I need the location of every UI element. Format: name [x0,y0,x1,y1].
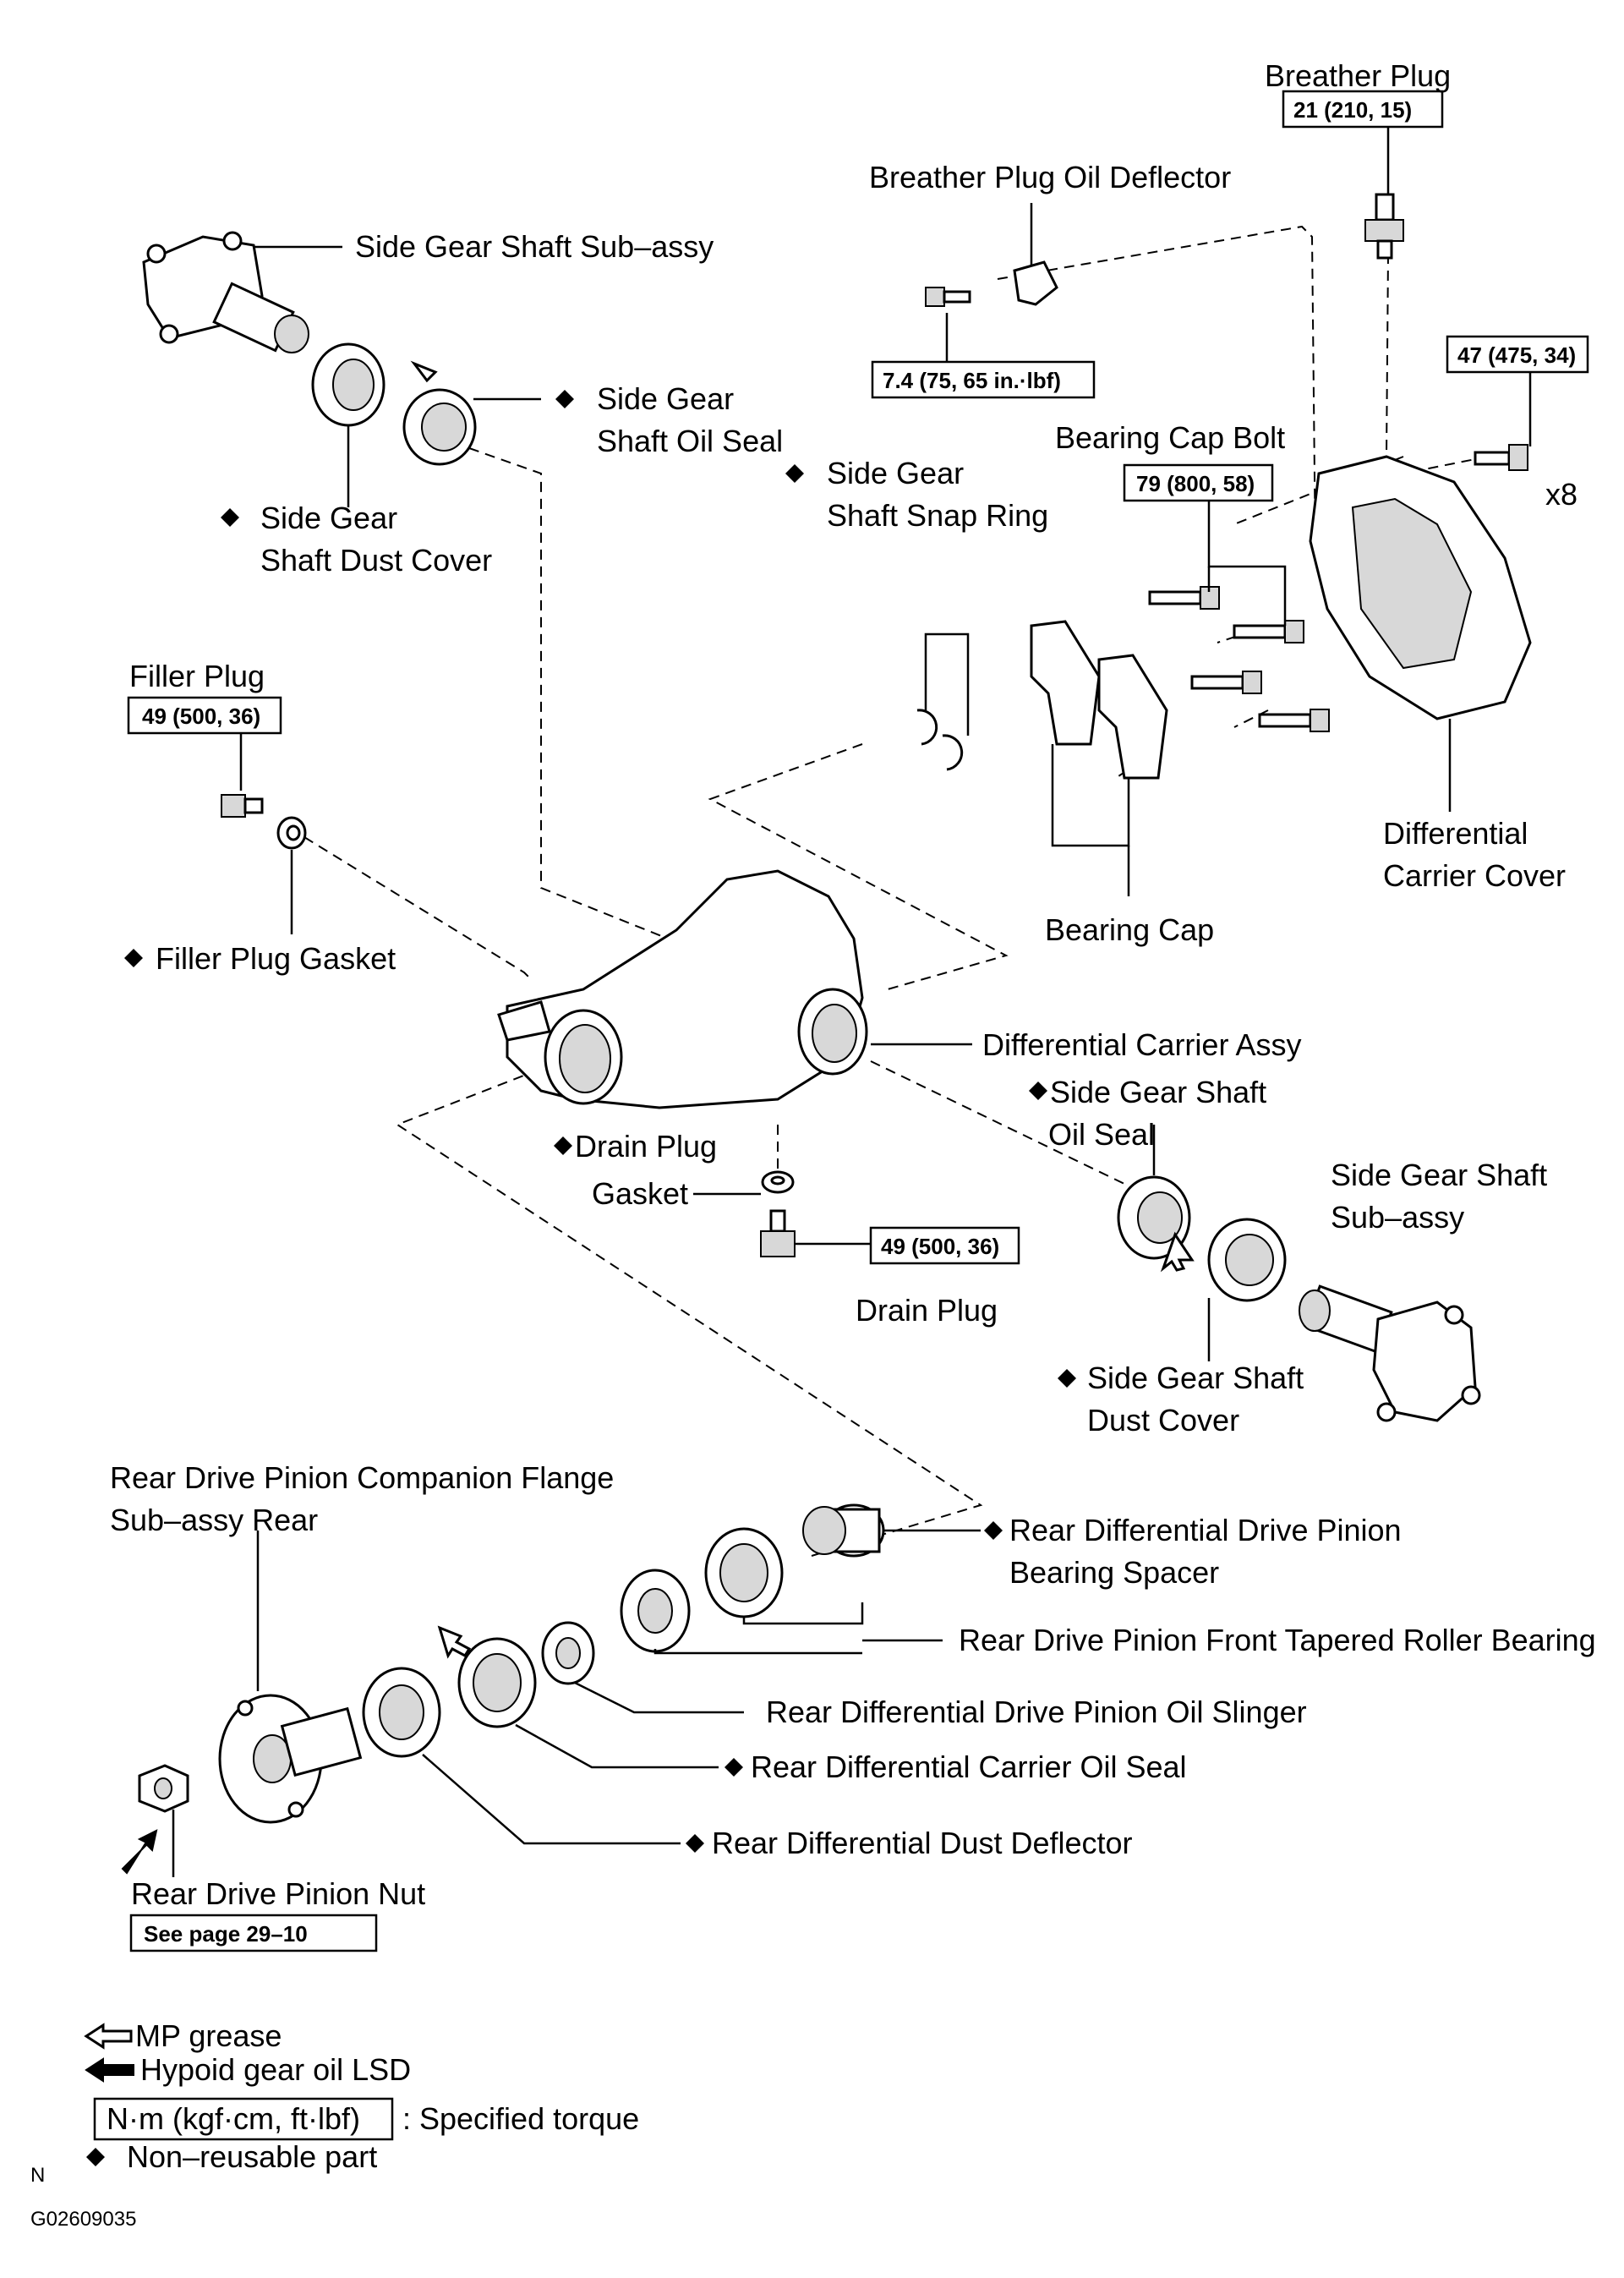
carrier-cover-line2: Carrier Cover [1383,858,1566,893]
drain-plug-torque-box [869,1226,1020,1265]
breather-deflector-torque: 7.4 (75, 65 in.·lbf) [883,368,1061,393]
dust-cover-left-line2: Shaft Dust Cover [260,543,492,578]
carrier-cover-bolt-torque-box [1446,335,1589,374]
snap-ring-part [916,709,964,771]
dust-deflector-label: Rear Differential Dust Deflector [712,1826,1133,1860]
companion-flange-part [218,1694,363,1824]
bearing-cap-bolt-label: Bearing Cap Bolt [1055,420,1285,455]
drain-gasket-line1: Drain Plug [575,1129,717,1164]
oil-seal-left-part [402,360,477,466]
side-gear-shaft-left-part [142,231,309,353]
breather-deflector-part [925,260,1058,307]
hypoid-oil-arrow-icon [121,1829,158,1875]
breather-plug-label: Breather Plug [1265,58,1451,93]
pinion-nut-part [138,1764,189,1813]
assembly-guide-lines [303,225,1489,1557]
companion-flange-line2: Sub–assy Rear [110,1503,318,1537]
pinion-nut-ref: See page 29–10 [144,1921,308,1947]
dust-cover-left-part [311,342,385,427]
filler-gasket-label: Filler Plug Gasket [156,941,396,976]
bearing-spacer-line1: Rear Differential Drive Pinion [1009,1513,1402,1547]
oil-seal-left-line1: Side Gear [597,381,734,416]
legend-torque-unit: N·m (kgf·cm, ft·lbf) [107,2101,360,2136]
drain-plug-part [760,1209,796,1257]
filler-plug-label: Filler Plug [129,659,265,693]
legend-hypoid: Hypoid gear oil LSD [140,2052,411,2087]
drain-gasket-part [761,1170,795,1194]
pinion-nut-label: Rear Drive Pinion Nut [131,1876,425,1911]
legend-mp-grease-icon [84,2023,133,2050]
filler-plug-part [221,794,264,818]
snap-ring-line1: Side Gear [827,456,964,490]
bearing-cap-label: Bearing Cap [1045,912,1214,947]
side-gear-shaft-left-label: Side Gear Shaft Sub–assy [355,229,714,264]
bearing-cap-bolt-torque: 79 (800, 58) [1136,471,1255,496]
carrier-cover-bolt-qty: x8 [1545,477,1578,512]
carrier-cover-part [1309,455,1532,720]
figure-code: G02609035 [30,2208,136,2231]
legend-mp-grease: MP grease [135,2018,282,2053]
filler-plug-torque-box [127,696,282,735]
dust-cover-right-line2: Dust Cover [1087,1403,1239,1437]
legend-torque-desc: : Specified torque [402,2101,639,2136]
legend: MP grease Hypoid gear oil LSD N·m (kgf·c… [84,2018,639,2174]
snap-ring-line2: Shaft Snap Ring [827,498,1048,533]
dust-cover-left-line1: Side Gear [260,501,397,535]
breather-plug-torque-box [1282,90,1444,129]
dust-deflector-part [362,1667,441,1758]
oil-seal-right-line2: Oil Seal [1048,1117,1155,1152]
companion-flange-line1: Rear Drive Pinion Companion Flange [110,1460,614,1495]
filler-gasket-part [276,816,307,850]
oil-seal-right-line1: Side Gear Shaft [1050,1075,1266,1109]
carrier-cover-line1: Differential [1383,816,1528,851]
bearing-cap-bolts-part [1148,586,1330,732]
breather-plug-torque: 21 (210, 15) [1293,97,1412,123]
drain-gasket-line2: Gasket [592,1176,688,1211]
drain-plug-label: Drain Plug [856,1293,998,1328]
dust-cover-right-part [1207,1218,1287,1302]
breather-plug-part [1364,193,1404,260]
filler-plug-torque: 49 (500, 36) [142,704,260,729]
bearing-cap-bolt-torque-box [1123,463,1274,502]
front-bearing-label: Rear Drive Pinion Front Tapered Roller B… [959,1623,1596,1657]
carrier-cover-bolt-torque: 47 (475, 34) [1457,342,1576,368]
carrier-oil-seal-label: Rear Differential Carrier Oil Seal [751,1750,1187,1784]
side-gear-shaft-right-line2: Sub–assy [1331,1200,1464,1235]
oil-slinger-part [541,1621,595,1685]
front-bearing-part [620,1527,784,1653]
bearing-cap-part [1030,620,1168,780]
deflector-torque-box [871,360,1096,399]
pinion-nut-ref-box [129,1914,378,1952]
dust-cover-right-line1: Side Gear Shaft [1087,1361,1304,1395]
carrier-cover-bolt-part [1474,444,1528,471]
carrier-oil-seal-part [457,1637,537,1728]
leader-lines [172,127,1532,1877]
oil-slinger-label: Rear Differential Drive Pinion Oil Sling… [766,1695,1307,1729]
side-gear-shaft-right-line1: Side Gear Shaft [1331,1158,1547,1192]
legend-non-reusable: Non–reusable part [127,2139,377,2174]
legend-torque-unit-box [93,2097,394,2141]
marker-n: N [30,2164,45,2187]
carrier-assy-label: Differential Carrier Assy [982,1027,1301,1062]
drain-plug-torque: 49 (500, 36) [881,1234,999,1259]
side-gear-shaft-right-part [1299,1284,1481,1422]
oil-seal-right-part [1117,1175,1195,1273]
mp-grease-arrow-icon [437,1625,472,1659]
differential-carrier-part [497,869,868,1109]
oil-seal-left-line2: Shaft Oil Seal [597,424,783,458]
legend-hypoid-icon [85,2057,134,2083]
bearing-spacer-part [802,1503,885,1558]
bearing-spacer-line2: Bearing Spacer [1009,1555,1219,1590]
breather-deflector-label: Breather Plug Oil Deflector [869,160,1231,194]
